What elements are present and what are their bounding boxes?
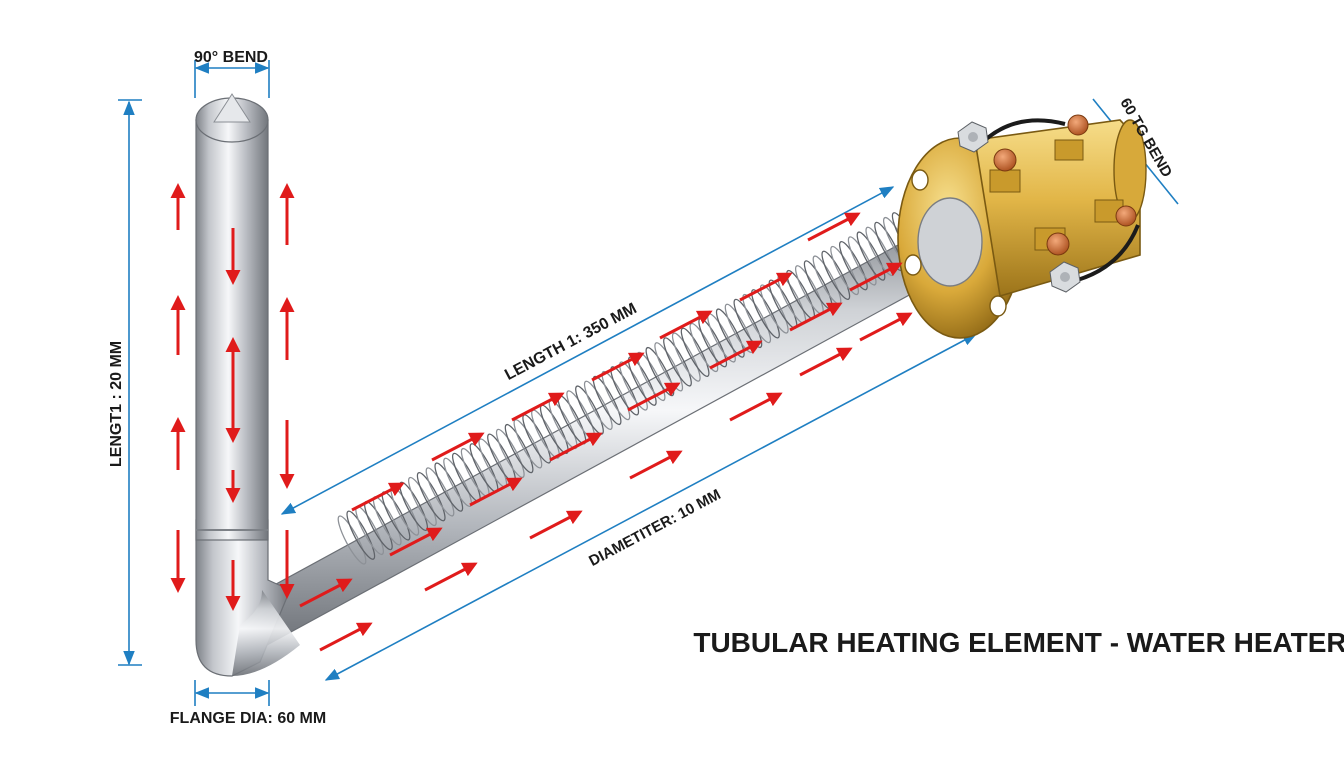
- coil-ring: [610, 366, 640, 416]
- diagonal-arrow-icon: [659, 310, 713, 340]
- diagonal-arrow-icon: [319, 622, 373, 652]
- flange-dia-label: FLANGE DIA: 60 MM: [170, 710, 326, 727]
- diagonal-arrow-icon: [351, 482, 405, 512]
- coil-ring: [425, 467, 455, 517]
- diagonal-arrow-icon: [591, 352, 645, 382]
- coil-ring: [830, 245, 859, 296]
- coil-ring: [495, 428, 525, 479]
- terminal-top-left: [989, 148, 1021, 193]
- diagonal-arrow-icon: [629, 450, 683, 480]
- flange-bolt-hole: [989, 295, 1007, 317]
- diagonal-arrow-icon: [431, 432, 485, 462]
- diagonal-arrow-icon: [299, 578, 353, 608]
- terminal-top-right: [1054, 114, 1089, 161]
- diagonal-arrow-icon: [739, 272, 793, 302]
- coil-ring: [619, 361, 648, 411]
- coil-ring: [654, 342, 684, 392]
- diagonal-arrow-icon: [729, 392, 783, 422]
- coil-ring: [337, 515, 367, 565]
- coil-ring: [601, 370, 631, 421]
- diagonal-arrow-icon: [799, 347, 853, 377]
- diameter-dimension: [324, 333, 978, 681]
- flange-bolt-hole: [911, 169, 929, 191]
- coil-ring: [346, 510, 376, 560]
- heating-tube: [195, 93, 980, 677]
- diagonal-arrow-icon: [807, 212, 861, 242]
- vertical-length-label: LENGT1 : 20 MM: [108, 341, 125, 467]
- coil-ring: [434, 462, 464, 512]
- coil-ring: [759, 284, 789, 334]
- dimension-lines: [118, 60, 1179, 706]
- coil-ring: [583, 380, 613, 430]
- diagonal-arrow-icon: [511, 392, 565, 422]
- coil-ring: [592, 375, 622, 426]
- diameter-label: DIAMETITER: 10 MM: [586, 486, 723, 570]
- coil-ring: [689, 322, 719, 373]
- flange-assembly: [897, 114, 1147, 339]
- coil-ring: [715, 308, 745, 358]
- diagonal-arrow-icon: [709, 340, 763, 370]
- diagonal-arrow-icon: [627, 382, 681, 412]
- nut-icon: [1049, 261, 1081, 293]
- coil-ring: [856, 231, 886, 281]
- coil-ring: [847, 236, 877, 286]
- coil-ring: [742, 293, 772, 344]
- coil-ring: [839, 241, 868, 291]
- cap-tip: [213, 93, 251, 123]
- coil-ring: [751, 289, 780, 339]
- diagram-title: TUBULAR HEATING ELEMENT - WATER HEATER: [693, 627, 1344, 658]
- diagonal-arrow-icon: [849, 262, 903, 292]
- coil-ring: [408, 476, 437, 527]
- diagonal-arrow-icon: [424, 562, 478, 592]
- coil-ring: [680, 327, 710, 377]
- top-bend-label: 90° BEND: [194, 49, 268, 66]
- coil-ring: [663, 337, 692, 387]
- terminal-bottom-left: [1034, 227, 1070, 256]
- diagonal-arrow-icon: [469, 477, 523, 507]
- coil-ring: [416, 472, 446, 522]
- nut-icon: [957, 121, 989, 153]
- coil-ring: [636, 351, 666, 402]
- diagonal-arrow-icon: [529, 510, 583, 540]
- diagonal-arrow-icon: [389, 527, 443, 557]
- diagonal-arrow-icon: [859, 312, 913, 342]
- flange-bolt-hole: [904, 254, 922, 276]
- coil-ring: [671, 332, 701, 382]
- diagonal-arrow-icon: [789, 302, 843, 332]
- coil-winding: [337, 207, 930, 565]
- coil-ring: [443, 457, 472, 507]
- coil-ring: [504, 423, 534, 474]
- coil-ring: [821, 250, 851, 300]
- diagonal-arrow-icon: [549, 432, 603, 462]
- flange-center-boss: [917, 197, 983, 287]
- flow-arrows: [170, 183, 913, 652]
- terminal-bottom-right: [1094, 199, 1137, 227]
